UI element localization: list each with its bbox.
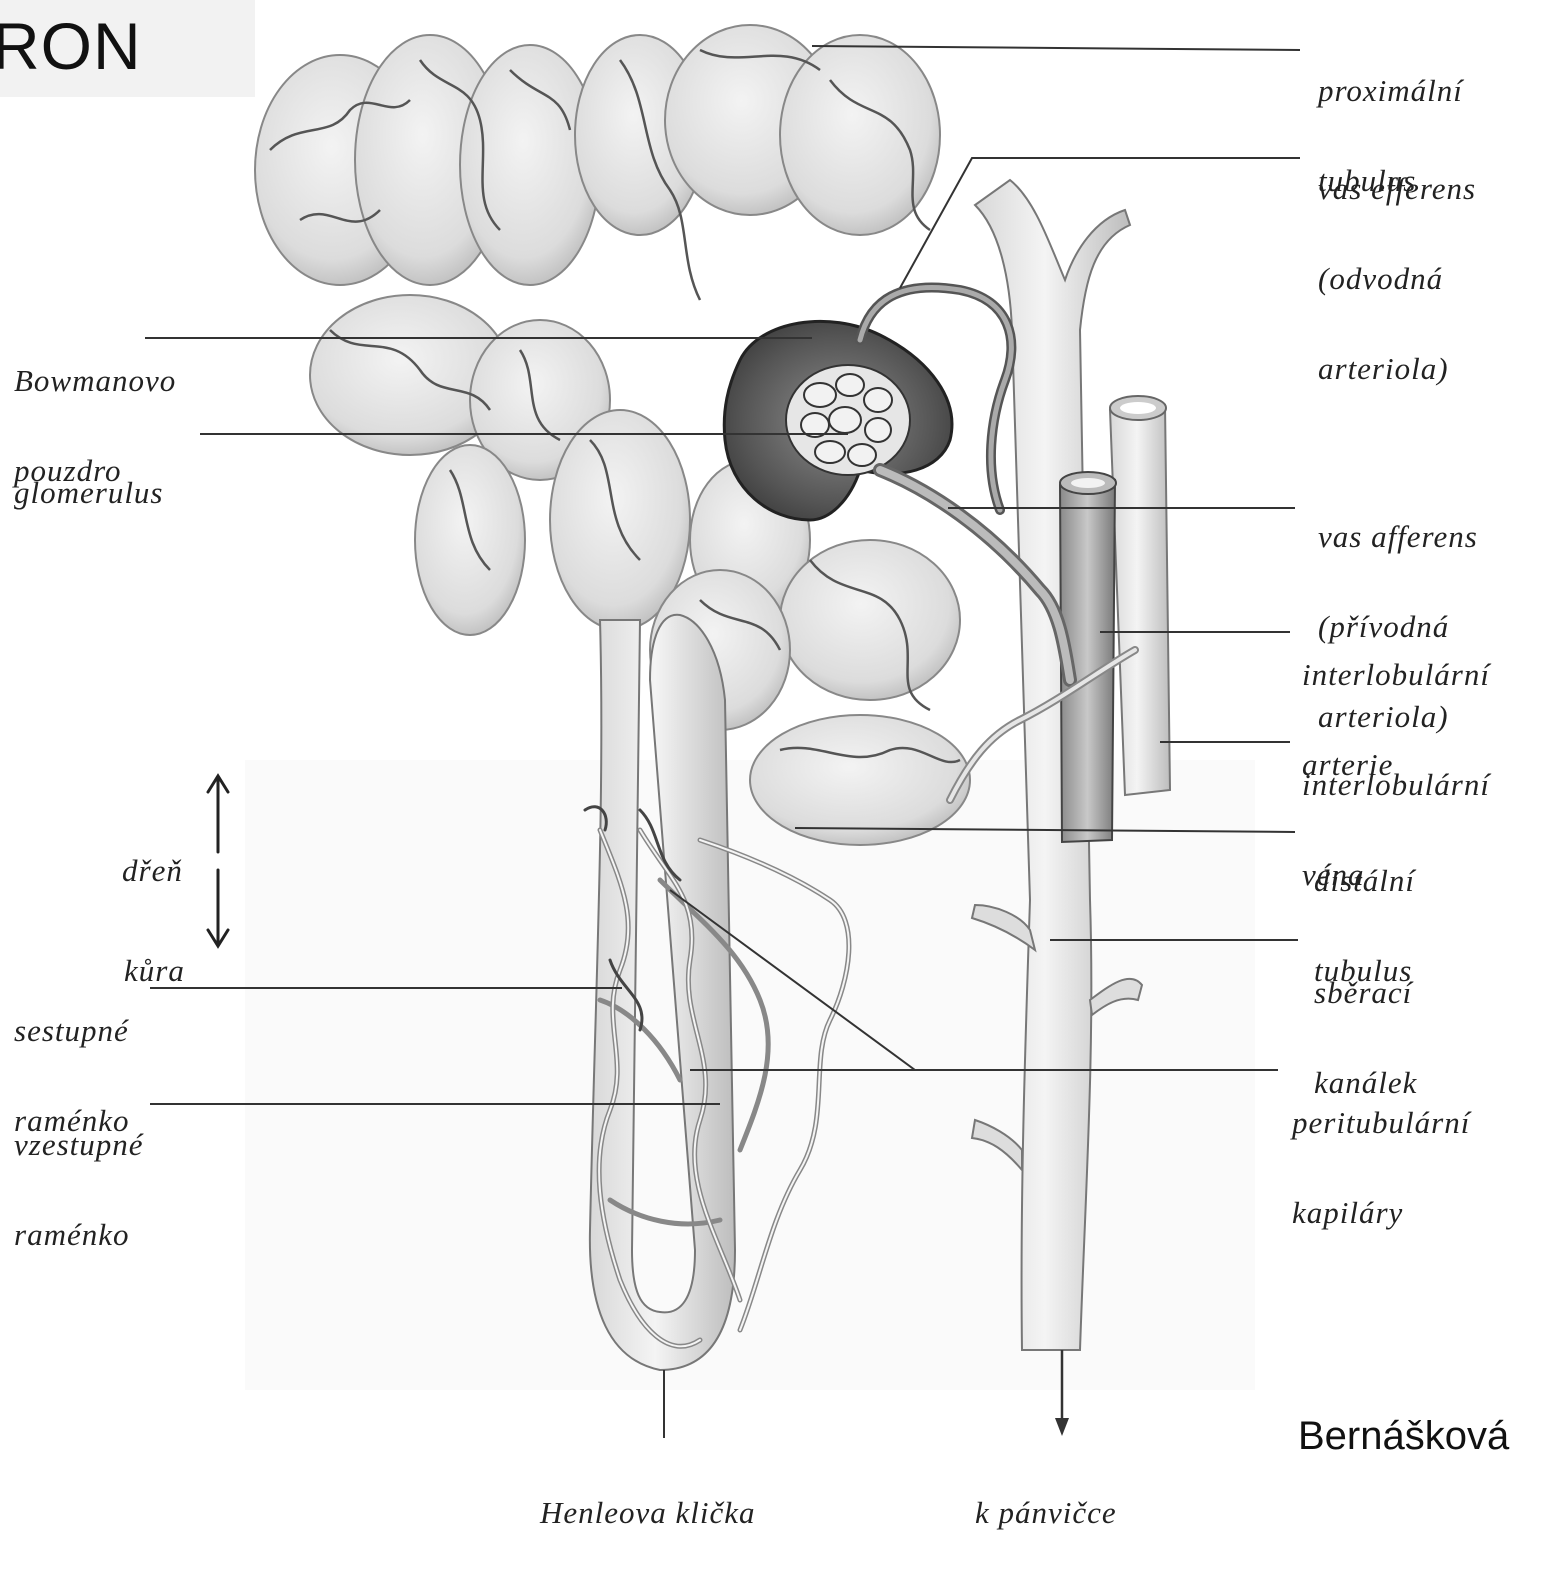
interlobular-vein <box>1110 396 1170 795</box>
label-to-pelvis: k pánvičce <box>975 1438 1117 1588</box>
label-vas-efferens: vas efferens (odvodná arteriola) <box>1318 114 1476 444</box>
label-line: glomerulus <box>14 478 164 508</box>
leader-vas-efferens <box>900 158 1300 288</box>
label-ascending-limb: vzestupné raménko <box>14 1070 144 1310</box>
label-peritubular-capillaries: peritubulární kapiláry <box>1292 1048 1470 1288</box>
label-line: (odvodná <box>1318 264 1476 294</box>
label-line: Henleova klička <box>540 1498 756 1528</box>
label-line: vas afferens <box>1318 522 1478 552</box>
label-line: proximální <box>1318 76 1463 106</box>
label-cortex: kůra <box>124 896 185 1046</box>
label-loop-of-henle: Henleova klička <box>540 1438 756 1588</box>
label-glomerulus: glomerulus <box>14 418 164 568</box>
label-line: arteriola) <box>1318 354 1476 384</box>
author-credit: Bernášková <box>1298 1414 1509 1459</box>
label-line: sběrací <box>1314 978 1417 1008</box>
label-line: sestupné <box>14 1016 129 1046</box>
nephron-diagram: RON <box>0 0 1542 1472</box>
label-line: kůra <box>124 956 185 986</box>
label-line: raménko <box>14 1220 144 1250</box>
label-line: vas efferens <box>1318 174 1476 204</box>
label-line: vzestupné <box>14 1130 144 1160</box>
label-line: distální <box>1314 866 1415 896</box>
label-line: Bowmanovo <box>14 366 176 396</box>
label-line: interlobulární <box>1302 660 1490 690</box>
label-line: interlobulární <box>1302 770 1490 800</box>
label-line: k pánvičce <box>975 1498 1117 1528</box>
label-line: dřeň <box>122 856 183 886</box>
label-line: kapiláry <box>1292 1198 1470 1228</box>
label-line: peritubulární <box>1292 1108 1470 1138</box>
orientation-arrows <box>208 776 228 946</box>
